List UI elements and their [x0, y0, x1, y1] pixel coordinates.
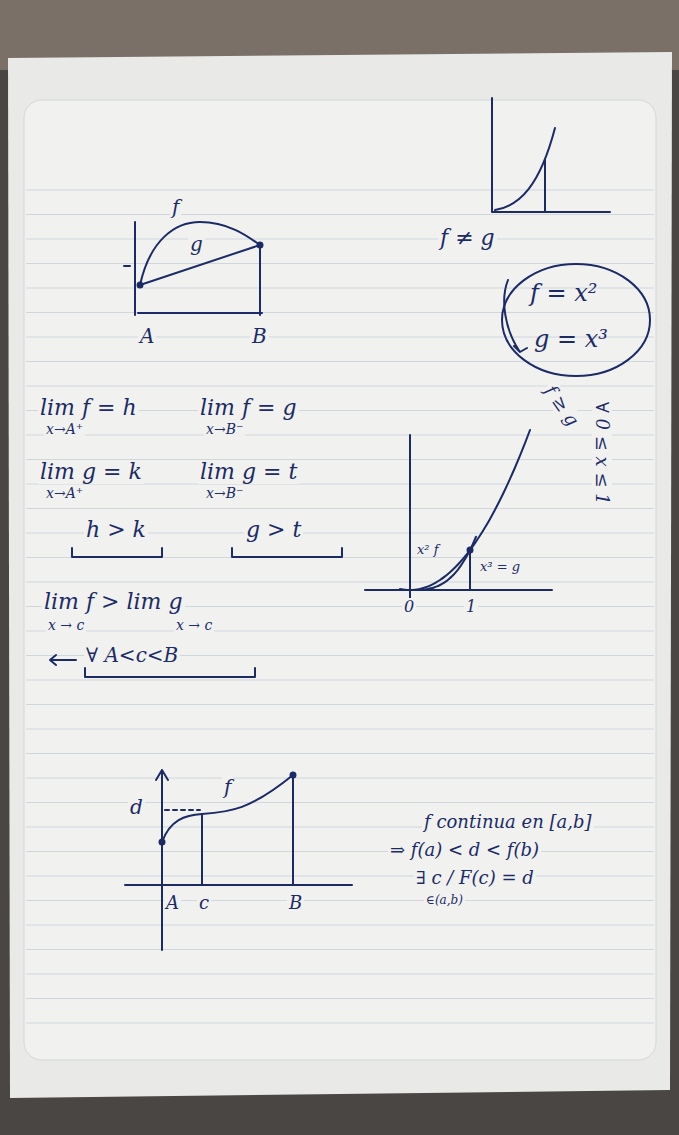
- curve-label: x² f: [415, 543, 441, 557]
- theorem-line: f continua en [a,b]: [422, 812, 594, 832]
- curve-f: [162, 775, 293, 842]
- point: [160, 840, 165, 845]
- bound-line: [544, 160, 546, 212]
- ruled-line: [26, 214, 654, 215]
- axis-number: 1: [464, 598, 478, 616]
- ruled-line: [26, 263, 654, 264]
- paper-sheet: [8, 52, 672, 1098]
- limit-expression: lim g = k: [38, 460, 144, 484]
- ruled-lines: [26, 190, 654, 1023]
- axis: [125, 884, 352, 886]
- point-label: A: [138, 325, 156, 347]
- note: ∀ 0 ≤ x ≤ 1: [592, 400, 612, 507]
- axis: [492, 98, 610, 212]
- limit-subscript: x → c: [174, 618, 214, 633]
- formula: f = x²: [530, 280, 597, 306]
- ruled-line: [26, 949, 654, 950]
- curve-label: x³ = g: [478, 560, 522, 574]
- point-label: B: [250, 325, 269, 347]
- tick: [124, 265, 130, 267]
- inequality: h > k: [84, 518, 148, 542]
- page-border: [24, 100, 656, 1060]
- axis: [138, 312, 262, 314]
- dashed-level: [165, 809, 200, 811]
- bound-line: [469, 550, 471, 590]
- curve-label: f: [170, 196, 181, 218]
- ruled-line: [26, 435, 654, 436]
- bound-line: [259, 246, 261, 315]
- inequality: g > t: [244, 518, 303, 542]
- ruled-line: [26, 631, 654, 632]
- curve-label: f: [222, 776, 233, 798]
- ruled-line: [26, 190, 654, 191]
- theorem-line: ∃ c / F(c) = d: [414, 868, 536, 888]
- limit-expression: lim f = g: [198, 396, 299, 420]
- note: f ≠ g: [438, 226, 497, 250]
- limit-subscript: x→A⁺: [44, 422, 85, 437]
- bracket: [72, 548, 162, 557]
- ruled-line: [26, 851, 654, 852]
- point-label: A: [164, 893, 181, 913]
- ruled-line: [26, 900, 654, 901]
- theorem-line: ⇒ f(a) < d < f(b): [388, 840, 541, 860]
- limit-subscript: x→B⁻: [204, 486, 245, 501]
- ruled-line: [26, 1023, 654, 1024]
- ellipse-outline: [502, 264, 650, 376]
- condition: ∀ A<c<B: [84, 644, 180, 666]
- axis-label: d: [128, 796, 145, 818]
- ruled-line: [26, 361, 654, 362]
- limit-expression: lim f > lim g: [42, 590, 185, 614]
- bound-line: [201, 814, 203, 885]
- point: [138, 283, 143, 288]
- ruled-line: [26, 778, 654, 779]
- ruled-line: [26, 239, 654, 240]
- ruled-line: [26, 680, 654, 681]
- limit-expression: lim g = t: [198, 460, 299, 484]
- limit-subscript: x→A⁺: [44, 486, 85, 501]
- ruled-line: [26, 876, 654, 877]
- point-label: B: [287, 893, 304, 913]
- curve-g: [410, 537, 476, 590]
- axis: [365, 589, 552, 591]
- bracket: [232, 548, 342, 557]
- curve-label: g: [188, 233, 205, 255]
- ruled-line: [26, 925, 654, 926]
- ruled-line: [26, 312, 654, 313]
- ruled-line: [26, 582, 654, 583]
- ruled-line: [26, 753, 654, 754]
- circled-note: f = x² g = x³: [500, 262, 652, 378]
- axis: [134, 222, 136, 315]
- axis: [156, 770, 168, 950]
- point: [468, 548, 473, 553]
- axis: [409, 435, 411, 612]
- arrow: [50, 655, 76, 665]
- bracket: [85, 668, 255, 677]
- axis-number: 0: [402, 598, 416, 616]
- point: [291, 773, 296, 778]
- limit-subscript: x→B⁻: [204, 422, 245, 437]
- ruled-line: [26, 974, 654, 975]
- ruled-line: [26, 998, 654, 999]
- theorem-subscript: ∈(a,b): [424, 894, 465, 907]
- curve-f: [140, 222, 260, 285]
- point: [258, 243, 263, 248]
- curve-f: [400, 430, 530, 590]
- ruled-line: [26, 508, 654, 509]
- ruled-line: [26, 802, 654, 803]
- formula: g = x³: [534, 326, 608, 352]
- point-label: c: [197, 893, 211, 913]
- limit-subscript: x → c: [46, 618, 86, 633]
- limit-expression: lim f = h: [38, 396, 139, 420]
- bound-line: [292, 775, 294, 885]
- ruled-line: [26, 704, 654, 705]
- ruled-line: [26, 729, 654, 730]
